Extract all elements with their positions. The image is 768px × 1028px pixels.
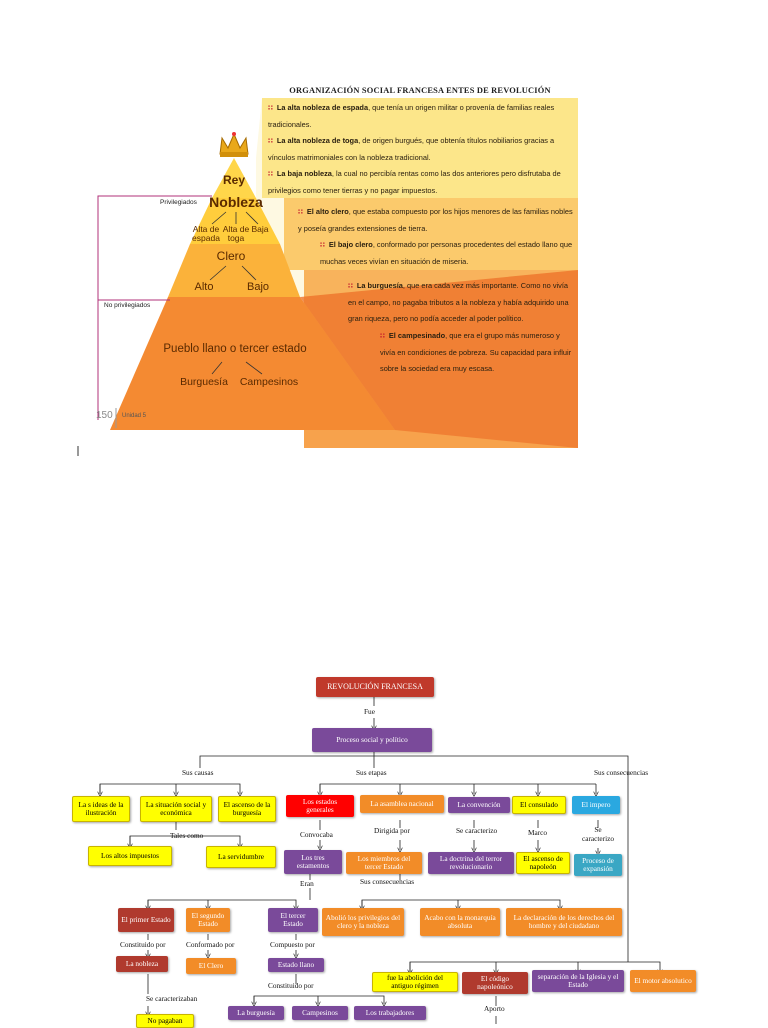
node-declaracion-derechos: La declaración de los derechos del hombr…: [506, 908, 622, 936]
map-se-caracterizaban: Se caracterizaban: [146, 994, 198, 1003]
node-burguesia: La burguesía: [228, 1006, 284, 1020]
desc-bajo-clero: ∷El bajo clero, conformado por personas …: [320, 240, 573, 266]
map-eran: Eran: [300, 879, 314, 888]
node-la-nobleza: La nobleza: [116, 956, 168, 972]
map-convocaba: Convocaba: [300, 830, 333, 839]
node-motor-absolutico: El motor absolutico: [630, 970, 696, 992]
stage-convencion: La convención: [448, 797, 510, 813]
map-se-caracterizo: Se caracterizo: [456, 826, 498, 835]
pyramid-side-face: [300, 270, 578, 448]
node-no-pagaban: No pagaban: [136, 1014, 194, 1028]
node-tres-estamentos: Los tres estamentos: [284, 850, 342, 874]
map-tales-como: Tales como: [170, 831, 204, 840]
infographic-title: ORGANIZACIÓN SOCIAL FRANCESA ENTES DE RE…: [289, 86, 551, 95]
pyramid-rey: [212, 158, 256, 198]
privilege-brackets: [97, 195, 212, 420]
label-rey: Rey: [222, 173, 245, 187]
node-abolicion-regimen: fue la abolición del antiguo régimen: [372, 972, 458, 992]
cause-burguesia: El ascenso de la burguesía: [218, 796, 276, 822]
map-sus-consecuencias-2: Sus consecuencias: [360, 877, 415, 886]
cause-situacion: La situación social y económica: [140, 796, 212, 822]
label-alta-toga: Alta de toga: [222, 224, 250, 243]
nobility-panel: [262, 98, 578, 198]
node-terror: La doctrina del terror revolucionario: [428, 852, 514, 874]
node-campesinos: Campesinos: [292, 1006, 348, 1020]
pyramid-arrows: [209, 211, 263, 375]
stage-imperio: El impero: [572, 796, 620, 814]
cause-servidumbre: La servidumbre: [206, 846, 276, 868]
cause-impuestos: Los altos impuestos: [88, 846, 172, 866]
label-alta-espada: Alta de espada: [192, 224, 220, 243]
node-ascenso-napoleon: El ascenso de napoleón: [516, 852, 570, 874]
label-baja: Baja: [251, 224, 269, 234]
desc-campesinado: ∷El campesinado, que era el grupo más nu…: [380, 331, 572, 373]
node-miembros: Los miembros del tercer Estado: [346, 852, 422, 874]
desc-alta-espada: ∷La alta nobleza de espada, que tenía un…: [268, 103, 555, 129]
node-estado-llano: Estado llano: [268, 958, 324, 972]
map-constituido-por-2: Constituido por: [268, 981, 314, 990]
node-tercer-estado: El tercer Estado: [268, 908, 318, 932]
node-el-clero: El Clero: [186, 958, 236, 974]
stage-asamblea: La asamblea nacional: [360, 795, 444, 813]
label-bajo: Bajo: [246, 281, 270, 293]
stage-estados-generales: Los estados generales: [286, 795, 354, 817]
node-acabo-monarquia: Acabo con la monarquía absoluta: [420, 908, 500, 936]
node-separacion-iglesia: separación de la Iglesia y el Estado: [532, 970, 624, 992]
label-clero: Clero: [216, 249, 246, 263]
pyramid-nobleza: [190, 198, 280, 244]
label-burguesia: Burguesía: [180, 376, 228, 388]
concept-map-connectors: [0, 696, 768, 1024]
map-marco: Marco: [528, 828, 548, 837]
label-alto: Alto: [194, 281, 214, 293]
unit-label: Unidad 5: [122, 413, 147, 419]
node-codigo-napoleonico: El código napoleónico: [462, 972, 528, 994]
label-campesinos: Campesinos: [239, 376, 299, 388]
desc-alto-clero: ∷El alto clero, que estaba compuesto por…: [298, 207, 573, 233]
map-conformado-por: Conformado por: [186, 940, 235, 949]
node-primer-estado: El primer Estado: [118, 908, 174, 932]
label-no-privilegiados: No privilegiados: [104, 302, 151, 309]
label-nobleza: Nobleza: [209, 194, 263, 210]
pyramid-top-face: [256, 98, 578, 297]
stage-consulado: El consulado: [512, 796, 566, 814]
desc-baja-nobleza: ∷La baja nobleza, la cual no percibía re…: [268, 169, 561, 195]
cause-ilustracion: La s ideas de la ilustración: [72, 796, 130, 822]
map-constituido-por: Constituido por: [120, 940, 166, 949]
page-number: 150: [96, 410, 113, 421]
clergy-panel: [284, 198, 578, 270]
desc-burguesia: ∷La burguesía, que era cada vez más impo…: [348, 281, 569, 323]
pyramid-graphic: [77, 98, 578, 456]
node-expansion: Proceso de expansión: [574, 854, 622, 876]
node-abolio-privilegios: Abolió los privilegios del clero y la no…: [322, 908, 404, 936]
node-segundo-estado: El segundo Estado: [186, 908, 230, 932]
map-sus-consecuencias: Sus consecuencias: [594, 768, 649, 777]
map-sus-etapas: Sus etapas: [356, 768, 387, 777]
desc-alta-toga: ∷La alta nobleza de toga, de origen burg…: [268, 136, 555, 162]
map-sus-causas: Sus causas: [182, 768, 214, 777]
map-dirigida-por: Dirigida por: [374, 826, 410, 835]
map-root: REVOLUCIÓN FRANCESA: [316, 677, 434, 697]
map-fue: Fue: [364, 707, 375, 716]
node-trabajadores: Los trabajadores: [354, 1006, 426, 1020]
pyramid-clero: [168, 244, 300, 297]
label-privilegiados: Privilegiados: [160, 199, 197, 206]
map-proceso: Proceso social y político: [312, 728, 432, 752]
map-compuesto-por: Compuesto por: [270, 940, 315, 949]
crown-icon: [219, 132, 249, 157]
social-organization-infographic: ORGANIZACIÓN SOCIAL FRANCESA ENTES DE RE…: [0, 0, 768, 470]
label-pueblo: Pueblo llano o tercer estado: [163, 343, 307, 355]
map-aporto: Aporto: [484, 1004, 505, 1013]
